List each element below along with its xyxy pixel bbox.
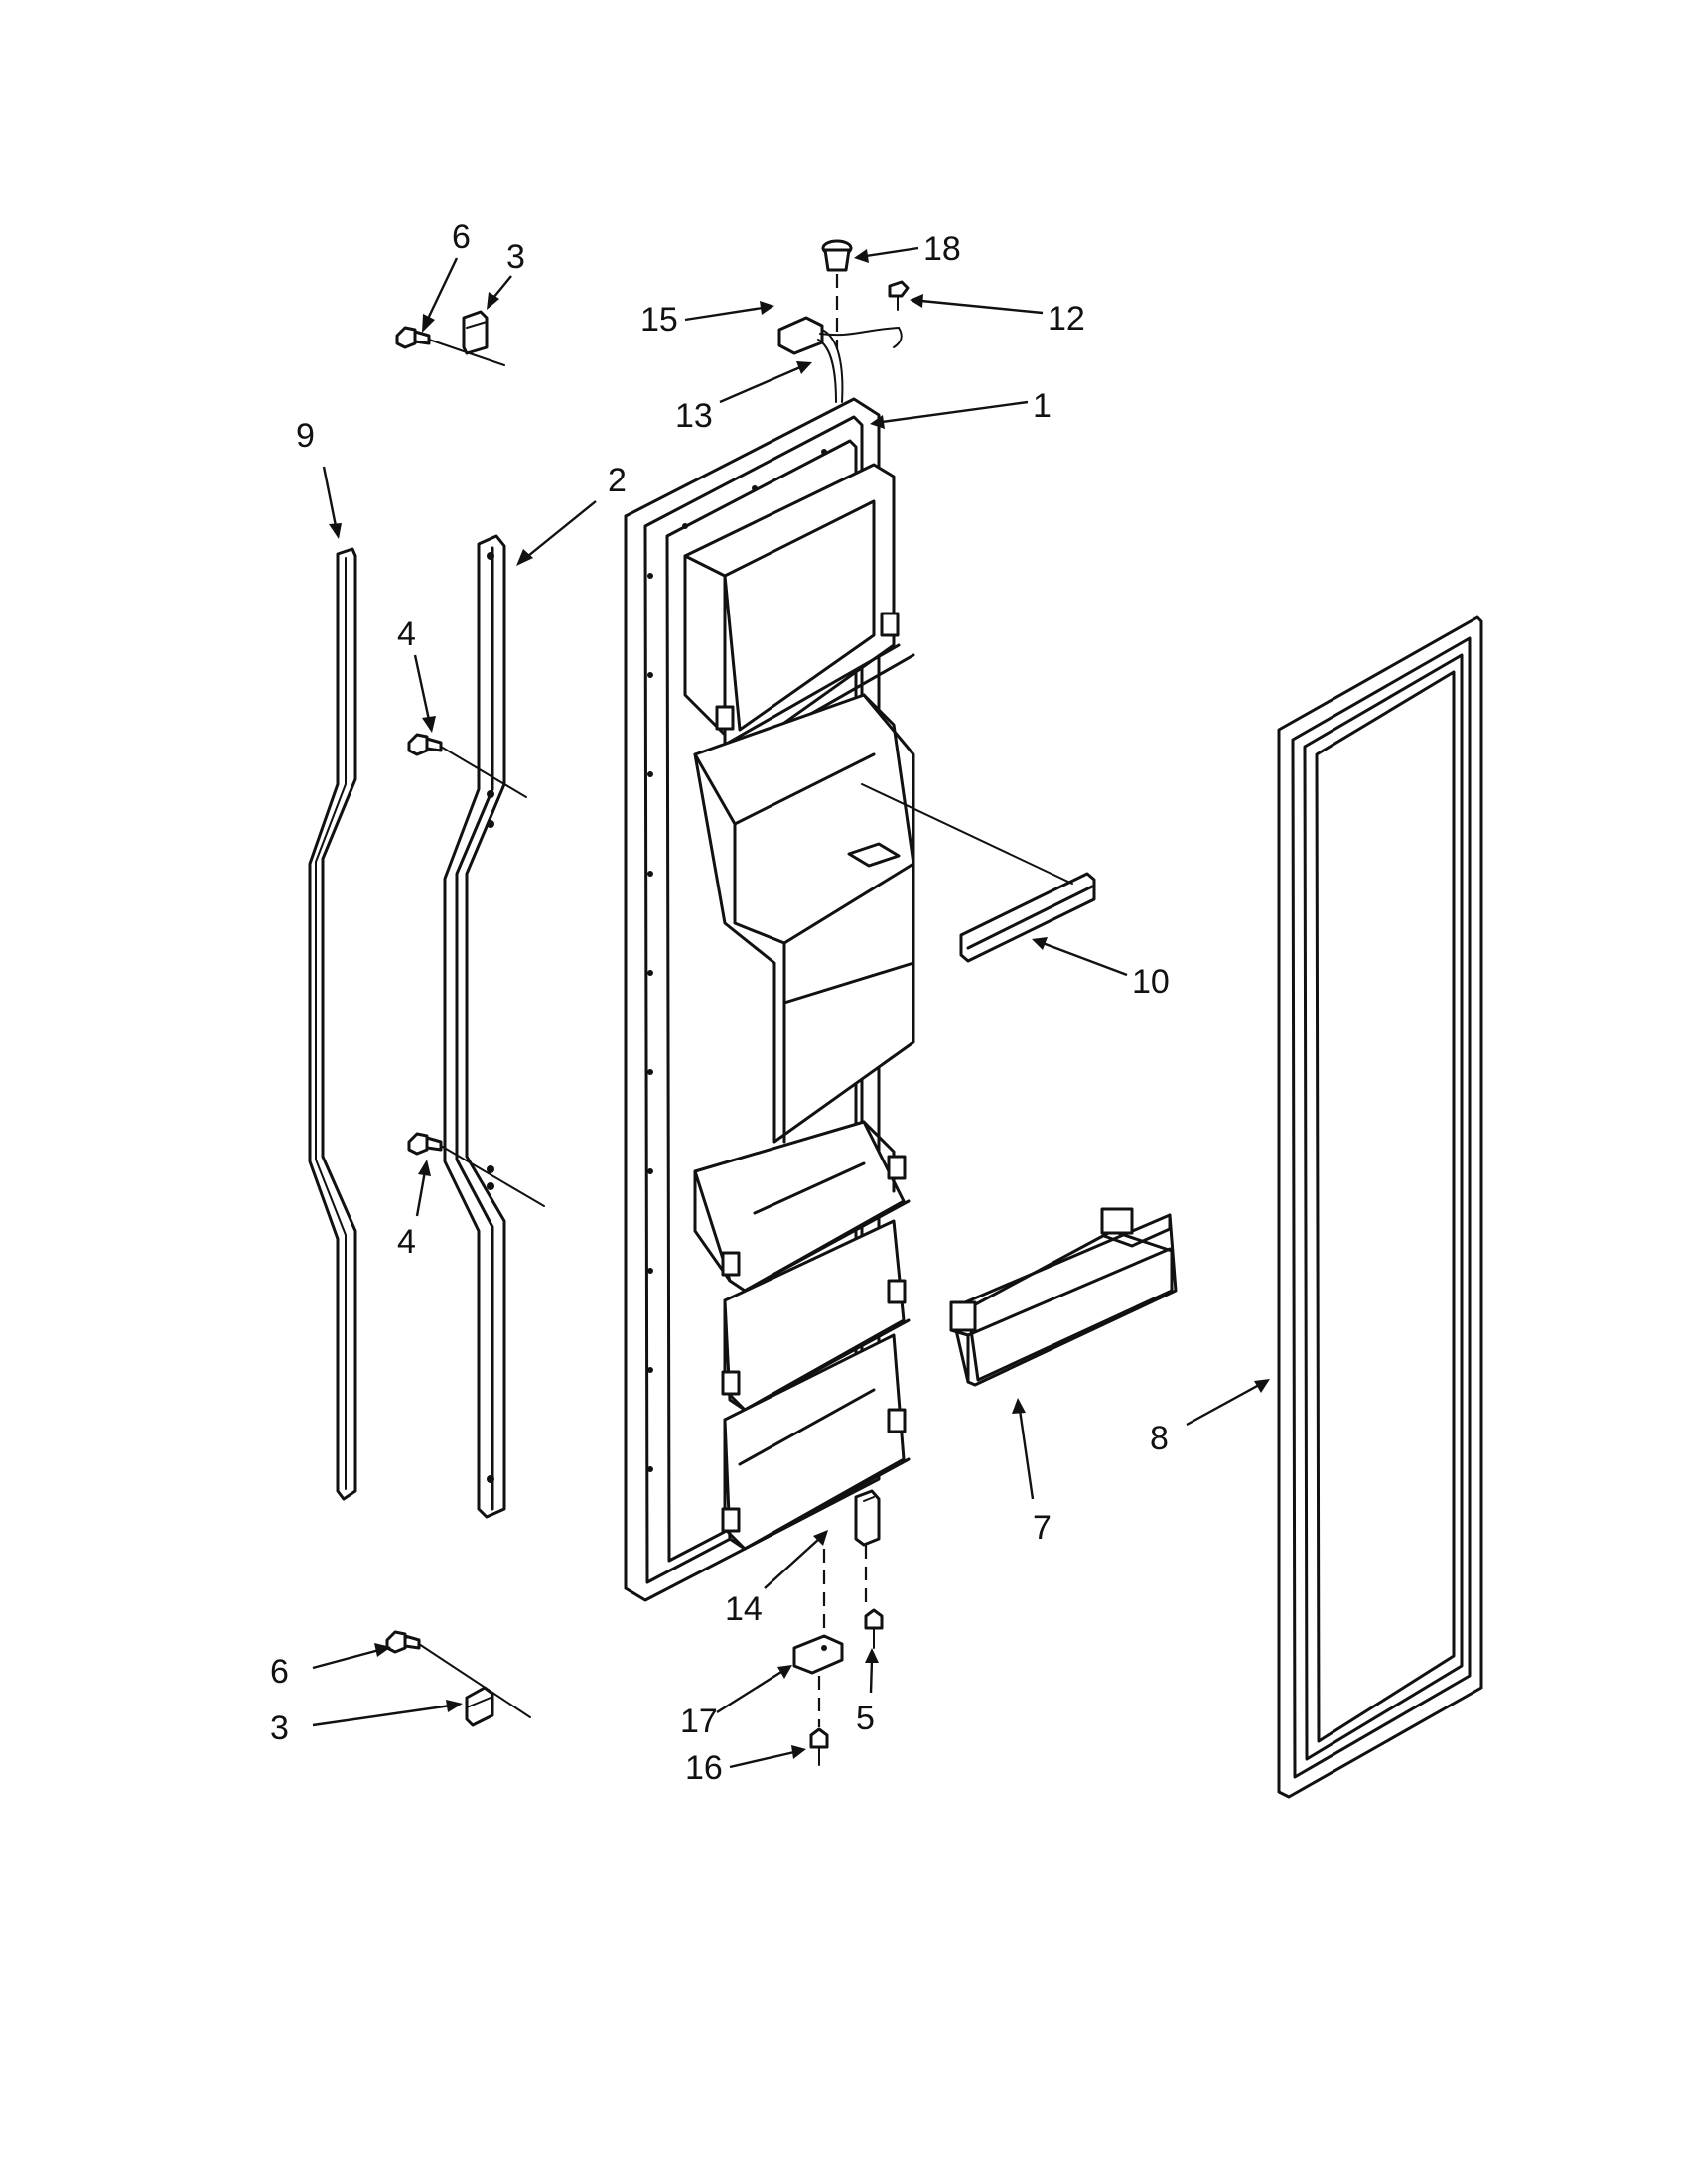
callout-6-bottom: 6: [270, 1653, 289, 1691]
callout-8: 8: [1150, 1420, 1169, 1457]
callout-13: 13: [675, 397, 713, 435]
dispenser-trim-part: [861, 783, 1096, 963]
hinge-part: [822, 1489, 881, 1638]
callout-15: 15: [640, 301, 678, 339]
top-shelf-bin: [683, 463, 915, 756]
leader-lines: [312, 246, 1270, 1769]
plug-part: [821, 239, 853, 349]
callout-7: 7: [1033, 1509, 1052, 1547]
bottom-shelf-bin: [721, 1333, 911, 1551]
trim-strip-part: [308, 547, 357, 1501]
screw-4-lower: [407, 1132, 443, 1156]
callout-10: 10: [1132, 963, 1170, 1001]
screw-bottom-left: [385, 1630, 531, 1718]
callout-14: 14: [725, 1590, 763, 1628]
screw-4-upper: [407, 733, 443, 756]
callout-17: 17: [680, 1703, 718, 1740]
dispenser-housing: [693, 693, 915, 1144]
door-liner-part: [624, 397, 915, 1602]
screw-5: [864, 1608, 884, 1649]
hinge-cover-bottom: [465, 1686, 494, 1727]
bracket-17: [792, 1634, 844, 1675]
flange-holes: [647, 449, 827, 1472]
wire-harness: [777, 316, 903, 403]
screw-16: [809, 1676, 829, 1766]
door-channel-part: [443, 534, 506, 1519]
middle-shelf-bin: [693, 1120, 911, 1293]
callout-18: 18: [923, 230, 961, 268]
callout-12: 12: [1048, 300, 1085, 338]
door-gasket-part: [1277, 615, 1483, 1799]
callout-2: 2: [608, 462, 627, 499]
screw-top-left: [395, 326, 505, 366]
callout-3-bottom: 3: [270, 1709, 289, 1747]
callout-6-top: 6: [452, 218, 471, 256]
callout-3-top: 3: [506, 238, 525, 276]
callout-1: 1: [1033, 387, 1052, 425]
callout-9: 9: [296, 417, 315, 455]
callout-5: 5: [856, 1700, 875, 1737]
door-bin-part: [949, 1207, 1178, 1387]
callout-4-upper: 4: [397, 615, 416, 653]
callout-4-lower: 4: [397, 1223, 416, 1261]
callout-labels: 1 2 3 3 4 4 5 6 6 7 8 9 10 12 13 14 15 1…: [270, 218, 1170, 1787]
callout-16: 16: [685, 1749, 723, 1787]
hinge-cover-top: [462, 310, 489, 355]
screw-12: [888, 280, 910, 311]
